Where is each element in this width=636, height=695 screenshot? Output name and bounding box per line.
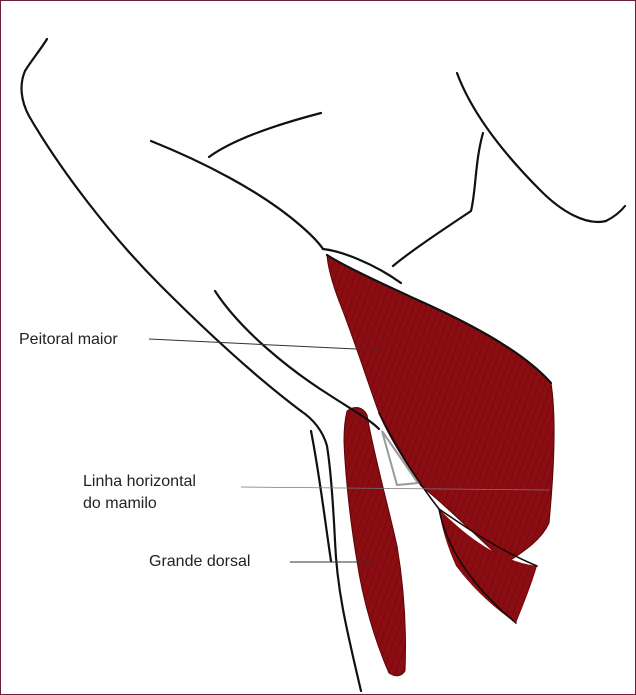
grande-dorsal-label: Grande dorsal xyxy=(149,552,250,572)
peitoral-leader xyxy=(149,339,377,350)
arm-inner-outline xyxy=(151,141,323,249)
clavicle-left xyxy=(393,133,483,266)
arm-upper-outline xyxy=(22,39,301,411)
neck-line xyxy=(457,73,625,222)
peitoral-maior-label: Peitoral maior xyxy=(19,330,118,350)
shoulder-line xyxy=(209,113,321,157)
linha-horizontal-label: Linha horizontal xyxy=(83,472,196,492)
do-mamilo-label: do mamilo xyxy=(83,494,157,514)
